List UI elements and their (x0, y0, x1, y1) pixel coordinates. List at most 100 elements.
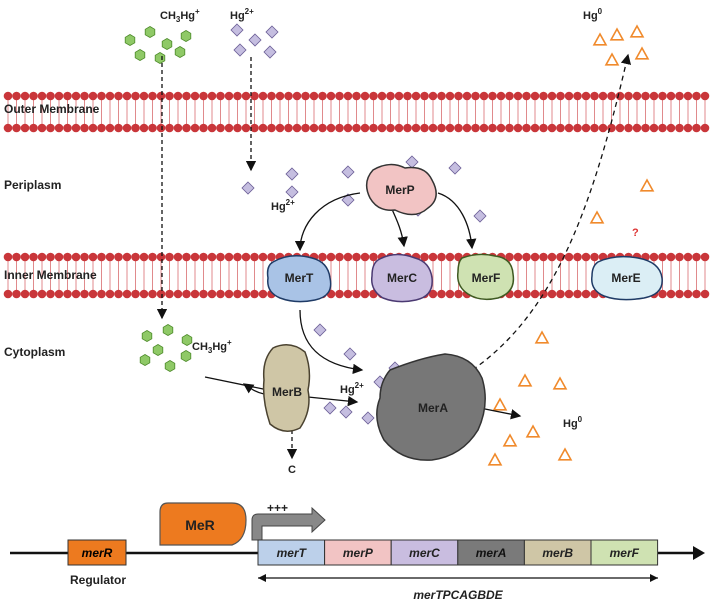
lipid-head (318, 252, 327, 262)
lipid-head (224, 123, 234, 133)
lipid-head (258, 289, 268, 299)
lipid-head (12, 252, 21, 262)
lipid-head (420, 91, 429, 101)
lipid-head (683, 91, 693, 101)
lipid-head (12, 91, 21, 101)
lipid-head (148, 123, 157, 133)
lipid-head (369, 123, 378, 133)
lipid-head (173, 252, 183, 262)
lipid-head (360, 289, 370, 299)
lipid-head (250, 289, 259, 299)
methylmercury-label-cytoplasm: CH3Hg+ (192, 338, 232, 355)
lipid-head (513, 123, 523, 133)
lipid-head (148, 252, 157, 262)
lipid-head (241, 252, 251, 262)
lipid-head (700, 123, 710, 133)
lipid-head (352, 289, 361, 299)
promoter-arrow (251, 506, 326, 541)
lipid-head (105, 252, 115, 262)
lipid-head (12, 123, 21, 133)
lipid-head (114, 123, 123, 133)
lipid-head (386, 123, 395, 133)
lipid-head (598, 123, 608, 133)
lipid-head (445, 123, 455, 133)
mercuric-ion-label-cytoplasm: Hg2+ (340, 381, 364, 396)
operon-gene-label: merC (409, 546, 440, 560)
activation-label: +++ (267, 501, 288, 515)
elemental-mercury-efflux-arrow (464, 53, 632, 376)
elemental-mercury-triangle (609, 27, 625, 41)
lipid-head (88, 252, 98, 262)
lipid-head (88, 289, 98, 299)
lipid-head (632, 91, 642, 101)
lipid-head (88, 123, 98, 133)
operon-gene-label: merP (343, 546, 374, 560)
lipid-head (403, 123, 412, 133)
lipid-head (505, 252, 514, 262)
mercuric-ion-diamond (248, 33, 262, 47)
merb-protein: MerB (262, 344, 311, 432)
operon-label: merTPCAGBDE (413, 588, 503, 602)
lipid-head (454, 91, 463, 101)
lipid-head (658, 289, 667, 299)
mercuric-ion-diamond (341, 193, 355, 207)
lipid-head (309, 91, 319, 101)
lipid-head (207, 252, 217, 262)
lipid-head (692, 252, 701, 262)
lipid-head (522, 289, 531, 299)
lipid-head (658, 91, 667, 101)
merr-protein (159, 502, 247, 546)
lipid-head (37, 252, 47, 262)
lipid-head (496, 91, 506, 101)
lipid-head (445, 289, 455, 299)
methylmercury-hexagon (180, 350, 192, 362)
merc-label: MerC (387, 271, 417, 285)
lipid-head (71, 289, 81, 299)
operon-span-right-head (650, 574, 658, 582)
lipid-head (233, 289, 242, 299)
lipid-head (71, 91, 81, 101)
elemental-mercury-triangle (552, 376, 568, 390)
lipid-head (199, 289, 208, 299)
lipid-head (700, 91, 710, 101)
lipid-head (692, 91, 701, 101)
lipid-head (275, 91, 285, 101)
methylmercury-hexagon (164, 360, 176, 372)
lipid-head (411, 123, 421, 133)
lipid-head (649, 252, 659, 262)
methylmercury-hexagon (154, 52, 166, 64)
lipid-head (258, 123, 268, 133)
lipid-head (326, 252, 336, 262)
lipid-head (675, 289, 684, 299)
outer-membrane (3, 91, 710, 133)
mera-reduction-arrow (479, 407, 522, 420)
lipid-head (420, 252, 429, 262)
lipid-head (139, 252, 149, 262)
lipid-head (190, 123, 200, 133)
elemental-mercury-label-top: Hg0 (583, 7, 603, 22)
lipid-head (131, 289, 140, 299)
lipid-head (649, 123, 659, 133)
lipid-head (683, 289, 693, 299)
lipid-head (428, 289, 438, 299)
elemental-mercury-triangle (517, 373, 533, 387)
lipid-head (250, 91, 259, 101)
lipid-head (3, 123, 13, 133)
lipid-head (445, 91, 455, 101)
lipid-head (403, 91, 412, 101)
lipid-head (173, 289, 183, 299)
lipid-head (369, 91, 378, 101)
lipid-head (207, 123, 217, 133)
operon-gene-box (457, 539, 525, 566)
lipid-head (54, 289, 64, 299)
lipid-head (46, 123, 55, 133)
lipid-head (641, 91, 650, 101)
lipid-head (12, 289, 21, 299)
elemental-mercury-triangle (534, 330, 550, 344)
inner-membrane-label: Inner Membrane (4, 268, 97, 282)
lipid-head (182, 91, 191, 101)
lipid-head (343, 289, 353, 299)
lipid-head (182, 252, 191, 262)
lipid-head (658, 123, 667, 133)
operon-span-left-head (258, 574, 266, 582)
